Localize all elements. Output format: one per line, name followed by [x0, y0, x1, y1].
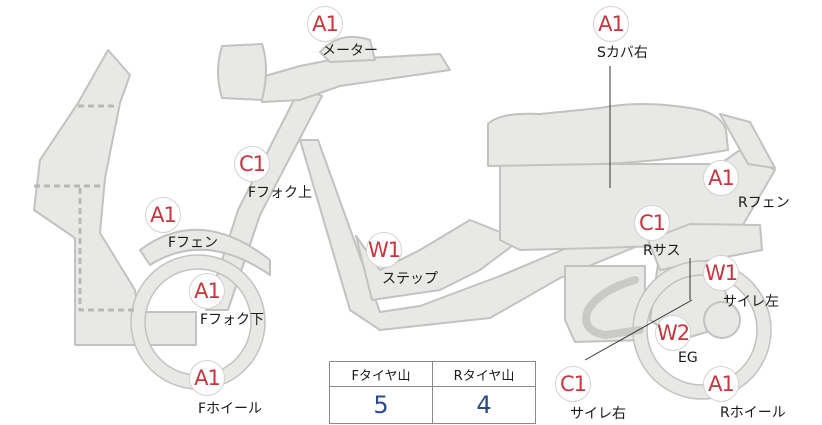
part-label-f-wheel: Fホイール [198, 401, 263, 417]
grade-badge-meter: A1 [307, 6, 343, 42]
part-label-f-fork-upper: Fフォク上 [248, 185, 313, 201]
front-tire-tread-header: Fタイヤ山 [329, 361, 433, 387]
handlebar [257, 53, 451, 103]
grade-badge-muffler-left: W1 [703, 255, 739, 291]
part-label-step: ステップ [382, 271, 438, 287]
tire-table-header-row: Fタイヤ山 Rタイヤ山 [329, 361, 536, 387]
part-label-muffler-right: サイレ右 [570, 406, 626, 422]
part-label-r-fender: Rフェン [738, 195, 790, 211]
grade-badge-muffler-right: C1 [555, 366, 591, 402]
exhaust-pipe [582, 276, 644, 340]
front-leg-shield [33, 49, 197, 346]
grade-badge-f-fender: A1 [145, 197, 181, 233]
grade-badge-s-cover-right: A1 [593, 6, 629, 42]
rear-tail [719, 113, 776, 169]
rear-tire-tread-value: 4 [432, 386, 536, 424]
engine-cover [703, 301, 741, 339]
part-label-meter: メーター [322, 43, 378, 59]
seat [487, 103, 729, 167]
grade-badge-f-fork-upper: C1 [234, 146, 270, 182]
grade-badge-f-fork-lower: A1 [189, 273, 225, 309]
part-label-muffler-left: サイレ左 [723, 294, 779, 310]
grade-badge-f-wheel: A1 [189, 360, 225, 396]
part-label-r-suspension: Rサス [643, 243, 681, 259]
tire-tread-table: Fタイヤ山 Rタイヤ山 5 4 [329, 361, 536, 424]
meter-cover [319, 36, 376, 63]
grade-badge-r-suspension: C1 [634, 205, 670, 241]
grade-badge-engine: W2 [655, 315, 691, 351]
grade-badge-r-fender: A1 [703, 160, 739, 196]
grade-badge-step: W1 [366, 232, 402, 268]
part-label-f-fork-lower: Fフォク下 [200, 312, 265, 328]
headlight [217, 43, 267, 101]
part-label-r-wheel: Rホイール [720, 405, 786, 421]
part-label-f-fender: Fフェン [168, 235, 219, 251]
grade-badge-r-wheel: A1 [703, 366, 739, 402]
rear-tire-tread-header: Rタイヤ山 [432, 361, 536, 387]
leader-line-muffler-right [584, 299, 693, 361]
front-fender [139, 228, 271, 276]
part-label-s-cover-right: Sカバ右 [597, 45, 648, 61]
part-label-engine: EG [678, 350, 698, 366]
tire-table-value-row: 5 4 [329, 386, 536, 424]
rear-shock [647, 223, 763, 271]
front-tire-tread-value: 5 [329, 386, 433, 424]
